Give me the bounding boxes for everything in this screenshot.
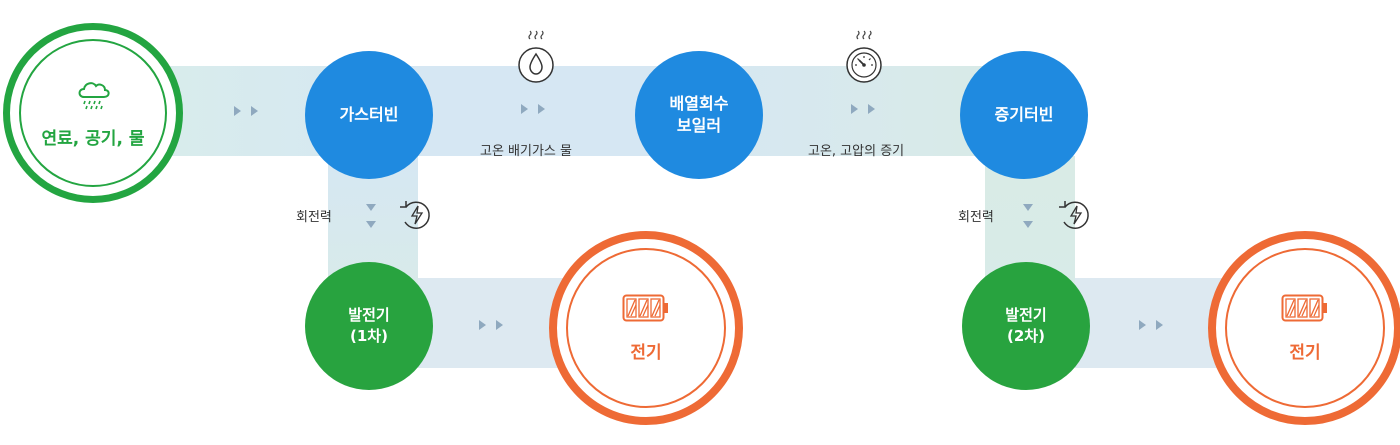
battery-icon	[622, 294, 668, 321]
steam-flow-label: 고온, 고압의 증기	[808, 144, 905, 159]
rotation-label-2: 회전력	[958, 210, 994, 225]
rain-cloud-icon	[78, 81, 110, 109]
water-drop-icon	[518, 30, 554, 83]
rotation-power-icon	[1059, 201, 1089, 229]
generator-2-label-line1: 발전기	[1005, 306, 1047, 324]
electricity-output-2-label: 전기	[1289, 342, 1321, 363]
electricity-output-1-label: 전기	[630, 342, 662, 363]
arrow-right-icon	[521, 104, 545, 114]
generator-1-node: 발전기 (1차)	[305, 262, 433, 390]
arrow-right-icon	[1139, 320, 1163, 330]
hrsg-label-line1: 배열회수	[669, 94, 729, 113]
electricity-output-1: 전기	[549, 231, 743, 425]
generator-2-node: 발전기 (2차)	[962, 262, 1090, 390]
input-node: 연료, 공기, 물	[3, 23, 183, 203]
arrow-right-icon	[851, 104, 875, 114]
hrsg-label-line2: 보일러	[676, 116, 722, 135]
arrow-right-icon	[234, 106, 258, 116]
generator-2-label-line2: (2차)	[1007, 327, 1045, 345]
arrow-right-icon	[479, 320, 503, 330]
input-node-label: 연료, 공기, 물	[41, 128, 145, 149]
rotation-label-1: 회전력	[296, 210, 332, 225]
steam-turbine-label: 증기터빈	[994, 105, 1054, 124]
gas-turbine-label: 가스터빈	[339, 105, 399, 124]
generator-1-label-line1: 발전기	[348, 306, 390, 324]
hrsg-node: 배열회수 보일러	[635, 51, 763, 179]
arrow-down-icon	[1023, 204, 1033, 228]
exhaust-flow-label: 고온 배기가스 물	[480, 144, 572, 159]
pressure-gauge-icon	[846, 30, 882, 83]
steam-turbine-node: 증기터빈	[960, 51, 1088, 179]
gas-turbine-node: 가스터빈	[305, 51, 433, 179]
arrow-down-icon	[366, 204, 376, 228]
battery-icon	[1281, 294, 1327, 321]
rotation-power-icon	[400, 201, 430, 229]
electricity-output-2: 전기	[1208, 231, 1400, 425]
generator-1-label-line2: (1차)	[350, 327, 388, 345]
